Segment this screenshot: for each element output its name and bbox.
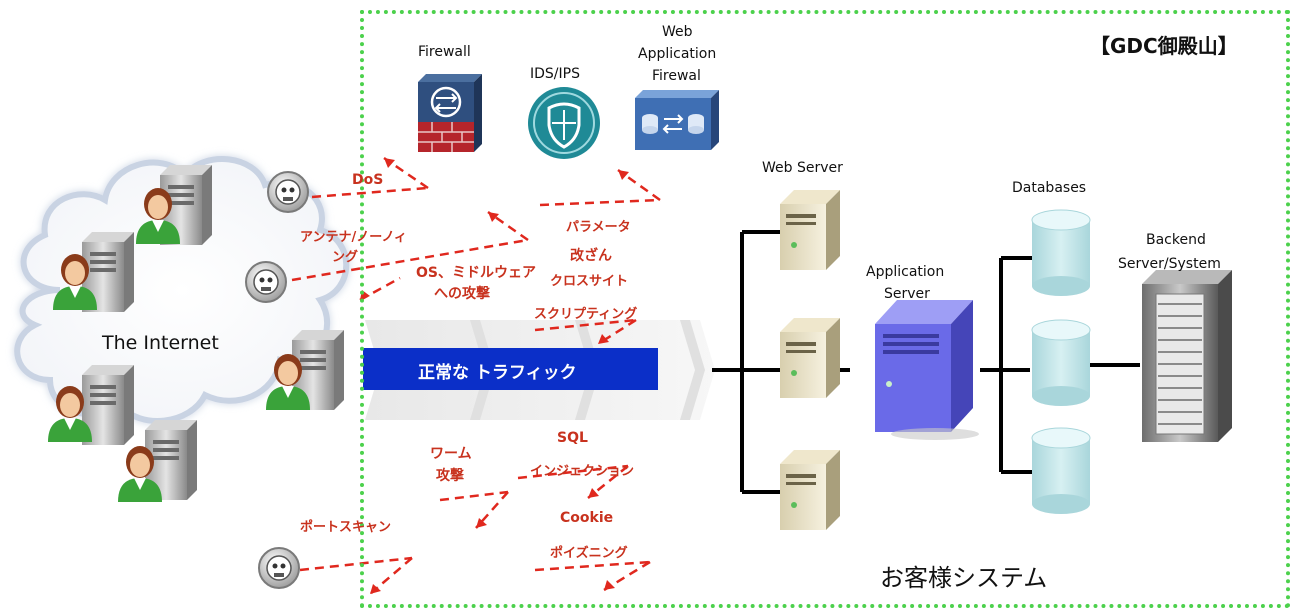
backend-label-line1: Backend [1146, 232, 1206, 248]
attack-label-xss-2: スクリプティング [534, 307, 638, 322]
attack-label-os-2: への攻撃 [434, 286, 490, 302]
attack-label-param-1: パラメータ [566, 220, 631, 235]
application-server [875, 300, 979, 440]
normal-traffic-label: 正常な トラフィック [418, 363, 577, 383]
waf-icon [635, 90, 719, 150]
customer-system-label: お客様システム [880, 564, 1048, 592]
attack-label-portscan: ポートスキャン [300, 520, 392, 535]
firewall-icon [418, 74, 482, 152]
firewall-label: Firewall [418, 44, 471, 60]
backend-label-line2: Server/System [1118, 256, 1221, 272]
databases-label: Databases [1012, 180, 1087, 196]
attack-label-os-1: OS、ミドルウェア [416, 265, 536, 281]
user-avatars [48, 188, 310, 502]
attack-label-worm-1: ワーム [430, 446, 472, 462]
attack-label-dos: DoS [352, 172, 384, 188]
web-server-label: Web Server [762, 160, 843, 176]
database-cylinders [1031, 209, 1091, 514]
attacker-skull-icons [245, 171, 309, 589]
attack-label-cookie-2: ポイズニング [550, 546, 628, 561]
attack-arrowheads [360, 158, 629, 594]
gdc-region-border [360, 10, 1290, 608]
attack-label-sql-1: SQL [557, 430, 588, 446]
site-label: 【GDC御殿山】 [1090, 34, 1238, 58]
ids-ips-label: IDS/IPS [530, 66, 580, 82]
waf-label-line3: Firewal [652, 68, 701, 84]
traffic-flow-arrows [363, 320, 715, 420]
ids-ips-icon [528, 87, 600, 159]
web-servers [780, 190, 840, 530]
internet-cloud [14, 156, 350, 424]
application-server-label-line1: Application [866, 264, 945, 280]
backend-server-rack [1142, 270, 1232, 442]
attack-label-cookie-1: Cookie [560, 510, 614, 526]
client-computer-towers [82, 165, 344, 500]
attack-label-antenna-1: アンテナ/ノーノィ [300, 230, 407, 245]
attack-label-sql-2: インジェクション [530, 464, 635, 479]
attack-label-antenna-2: ング [332, 250, 359, 265]
attack-label-param-2: 改ざん [570, 248, 612, 264]
attack-label-xss-1: クロスサイト [550, 274, 629, 289]
internet-label: The Internet [102, 332, 219, 354]
attack-label-worm-2: 攻撃 [436, 468, 464, 484]
application-server-label-line2: Server [884, 286, 930, 302]
waf-label-line2: Application [638, 46, 717, 62]
waf-label-line1: Web [662, 24, 693, 40]
